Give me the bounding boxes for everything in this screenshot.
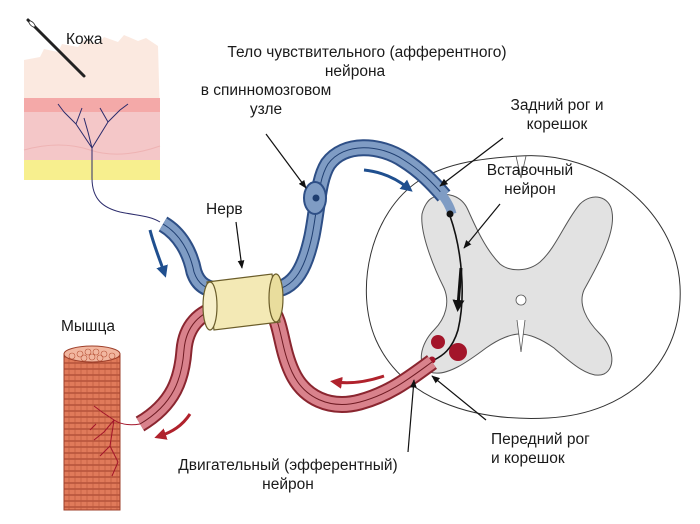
muscle-label: Мышца <box>61 318 115 335</box>
interneuron-label: Вставочный нейрон <box>470 161 590 199</box>
skin-label: Кожа <box>66 31 103 48</box>
ventral-horn-label: Передний рог и корешок <box>491 430 621 468</box>
sensory-arrow-root <box>363 168 413 192</box>
sensory-neuron-body-label-line-4: узле <box>249 101 283 118</box>
sensory-arrow-skin <box>148 229 168 278</box>
leader-lines <box>235 133 504 453</box>
ventral-horn-label-line-2: и корешок <box>491 450 565 467</box>
sensory-neuron-body-label: Тело чувствительного (афферентного) нейр… <box>190 43 544 81</box>
motor-arrow-muscle <box>154 413 192 440</box>
motor-neuron-label-line-1: Двигательный (эфферентный) <box>178 457 398 474</box>
nerve-label: Нерв <box>206 201 243 218</box>
interneuron-label-line-1: Вставочный <box>486 162 574 179</box>
muscle-bundle <box>63 345 141 511</box>
interneuron-arrow <box>452 267 465 312</box>
ventral-horn-label-line-1: Передний рог <box>491 431 590 448</box>
dorsal-horn-label-line-2: корешок <box>526 116 588 133</box>
needle-icon <box>26 18 86 78</box>
sensory-neuron-body-label-line-3: в спинномозговом <box>200 82 332 99</box>
motor-neuron-label: Двигательный (эфферентный) нейрон <box>150 456 426 494</box>
skin-block <box>23 35 161 223</box>
motor-arrow-root <box>330 374 385 389</box>
sensory-neuron-body-label-line-1: Тело чувствительного (афферентного) <box>227 44 507 61</box>
interneuron-path <box>433 215 463 361</box>
motor-neuron-bodies <box>428 335 467 364</box>
nerve-sheath <box>202 273 284 331</box>
dorsal-horn-label-line-1: Задний рог и <box>510 97 604 114</box>
dorsal-horn-label: Задний рог и корешок <box>492 96 622 134</box>
interneuron-label-line-2: нейрон <box>504 181 556 198</box>
sensory-neuron-ganglion-label: в спинномозговом узле <box>186 81 346 119</box>
sensory-neuron-body-label-line-2: нейрона <box>324 63 386 80</box>
motor-neuron-label-line-2: нейрон <box>262 476 314 493</box>
